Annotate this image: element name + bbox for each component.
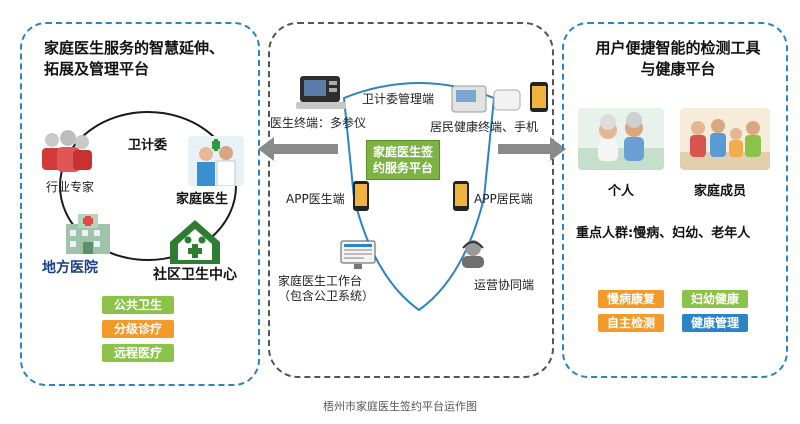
workstation-icon	[340, 240, 376, 269]
doctor-terminal-label: 医生终端：多参仪	[270, 116, 367, 130]
tag-public-health: 公共卫生	[102, 296, 174, 314]
local-hospital-label: 地方医院	[42, 260, 98, 276]
app-resident-label: APP居民端	[474, 192, 533, 206]
tag-tiered-care: 分级诊疗	[102, 320, 174, 338]
tag-chronic-rehab: 慢病康复	[598, 290, 664, 308]
resident-terminal-icon	[451, 82, 548, 113]
family-members-label: 家庭成员	[694, 184, 747, 199]
left-circle-network	[59, 111, 237, 261]
doctor-terminal-icon	[296, 76, 346, 109]
figure-caption: 梧州市家庭医生签约平台运作图	[323, 400, 477, 413]
app-doctor-phone-icon	[353, 181, 369, 211]
wjw-label: 卫计委	[128, 138, 168, 153]
key-groups-label: 重点人群:慢病、妇幼、老年人	[576, 226, 751, 241]
ops-label: 运营协同端	[474, 278, 535, 292]
tag-self-test: 自主检测	[598, 314, 664, 332]
platform-line2: 约服务平台	[373, 161, 434, 175]
workstation-line1: 家庭医生工作台	[278, 274, 363, 288]
industry-expert-icon	[42, 130, 92, 172]
arrow-right	[498, 137, 566, 161]
app-resident-phone-icon	[453, 181, 469, 211]
workstation-label: 家庭医生工作台 （包含公卫系统）	[278, 274, 374, 304]
right-panel-title: 用户便捷智能的检测工具 与健康平台	[578, 38, 778, 80]
left-panel	[20, 22, 260, 386]
individual-label: 个人	[608, 184, 635, 199]
community-center-label: 社区卫生中心	[153, 267, 237, 283]
local-hospital-icon	[66, 214, 110, 254]
middle-panel	[268, 22, 554, 378]
left-title-line2: 拓展及管理平台	[44, 60, 150, 78]
ops-icon	[462, 240, 484, 268]
left-panel-title: 家庭医生服务的智慧延伸、 拓展及管理平台	[44, 38, 224, 80]
resident-terminal-label: 居民健康终端、手机	[430, 120, 539, 134]
right-title-line1: 用户便捷智能的检测工具	[595, 39, 761, 57]
community-center-icon	[170, 220, 220, 264]
app-doctor-label: APP医生端	[286, 192, 345, 206]
right-panel	[562, 22, 788, 378]
individual-photo	[578, 108, 664, 170]
industry-expert-label: 行业专家	[46, 180, 95, 194]
platform-shield	[342, 82, 496, 312]
family-doctor-label: 家庭医生	[176, 192, 229, 207]
tag-health-management: 健康管理	[682, 314, 748, 332]
workstation-line2: （包含公卫系统）	[278, 289, 375, 303]
family-doctor-photo	[188, 136, 244, 186]
platform-line1: 家庭医生签	[373, 145, 434, 159]
tag-maternal-child: 妇幼健康	[682, 290, 748, 308]
left-title-line1: 家庭医生服务的智慧延伸、	[44, 39, 225, 57]
signing-platform-badge: 家庭医生签 约服务平台	[366, 140, 441, 180]
family-members-photo	[680, 108, 770, 170]
wjw-management-label: 卫计委管理端	[362, 92, 435, 106]
arrow-left	[258, 137, 338, 161]
right-title-line2: 与健康平台	[640, 60, 716, 78]
tag-telemedicine: 远程医疗	[102, 344, 174, 362]
